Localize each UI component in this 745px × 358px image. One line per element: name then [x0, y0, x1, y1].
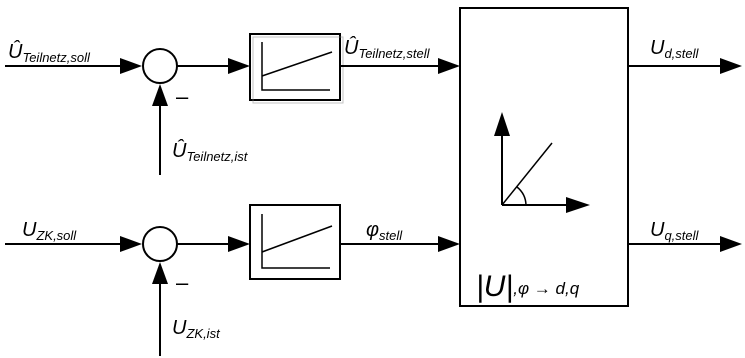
- upper-summing-junction: [142, 48, 178, 84]
- polar-vector-icon: [494, 112, 590, 213]
- label-u-teilnetz-ist: ÛTeilnetz,ist: [172, 139, 249, 164]
- upper-minus-sign: –: [176, 84, 189, 109]
- lower-feedback-arrow: [152, 262, 168, 356]
- lower-input-arrow: [5, 236, 142, 252]
- lower-controller-output-arrow: [340, 236, 460, 252]
- output-ud-arrow: [628, 58, 742, 74]
- label-u-teilnetz-soll: ÛTeilnetz,soll: [8, 40, 91, 65]
- upper-input-arrow: [5, 58, 142, 74]
- lower-controller-block: [249, 204, 341, 280]
- label-u-d-stell: Ud,stell: [650, 37, 700, 61]
- upper-feedback-arrow: [152, 84, 168, 175]
- label-u-q-stell: Uq,stell: [650, 219, 700, 243]
- lower-summing-junction: [142, 226, 178, 262]
- upper-controller-block: [249, 33, 344, 104]
- transform-label: |U|,φ → d,q: [476, 270, 580, 303]
- polar-to-dq-transform-block: |U|,φ → d,q: [459, 7, 629, 307]
- label-u-zk-ist: UZK,ist: [172, 317, 221, 341]
- label-u-zk-soll: UZK,soll: [22, 219, 77, 243]
- lower-minus-sign: –: [176, 270, 189, 295]
- label-u-teilnetz-stell: ÛTeilnetz,stell: [344, 36, 431, 61]
- label-phi-stell: φstell: [366, 219, 403, 243]
- upper-controller-output-arrow: [340, 58, 460, 74]
- output-uq-arrow: [628, 236, 742, 252]
- upper-junction-to-controller-arrow: [177, 58, 250, 74]
- lower-junction-to-controller-arrow: [177, 236, 250, 252]
